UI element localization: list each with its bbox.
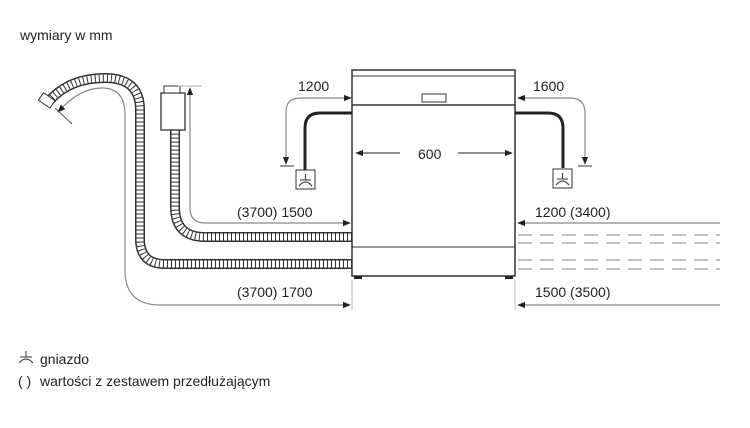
drain-nozzle [37,92,56,109]
right-cable-length: 1600 [533,78,564,94]
socket-icon [18,351,34,364]
width-dimension: 600 [418,146,442,162]
drain-hose [37,72,352,269]
right-inlet-length: 1200 (3400) [535,204,611,220]
legend-extension-symbol: ( ) [18,373,31,389]
legend: gniazdo ( ) wartości z zestawem przedłuż… [18,351,270,389]
legend-socket-label: gniazdo [40,351,89,367]
left-cable-length: 1200 [298,78,329,94]
control-display [421,93,447,103]
legend-extension-label: wartości z zestawem przedłużającym [39,373,270,389]
inlet-hose [160,85,352,242]
aquastop-valve [160,92,186,131]
right-side-hoses-dashed [518,234,720,270]
foot-right [505,276,513,279]
right-drain-length: 1500 (3500) [535,284,611,300]
foot-left [354,276,362,279]
left-drain-length: (3700) 1700 [237,284,313,300]
units-title: wymiary w mm [19,27,113,43]
left-inlet-length: (3700) 1500 [237,204,313,220]
dishwasher [351,69,516,279]
